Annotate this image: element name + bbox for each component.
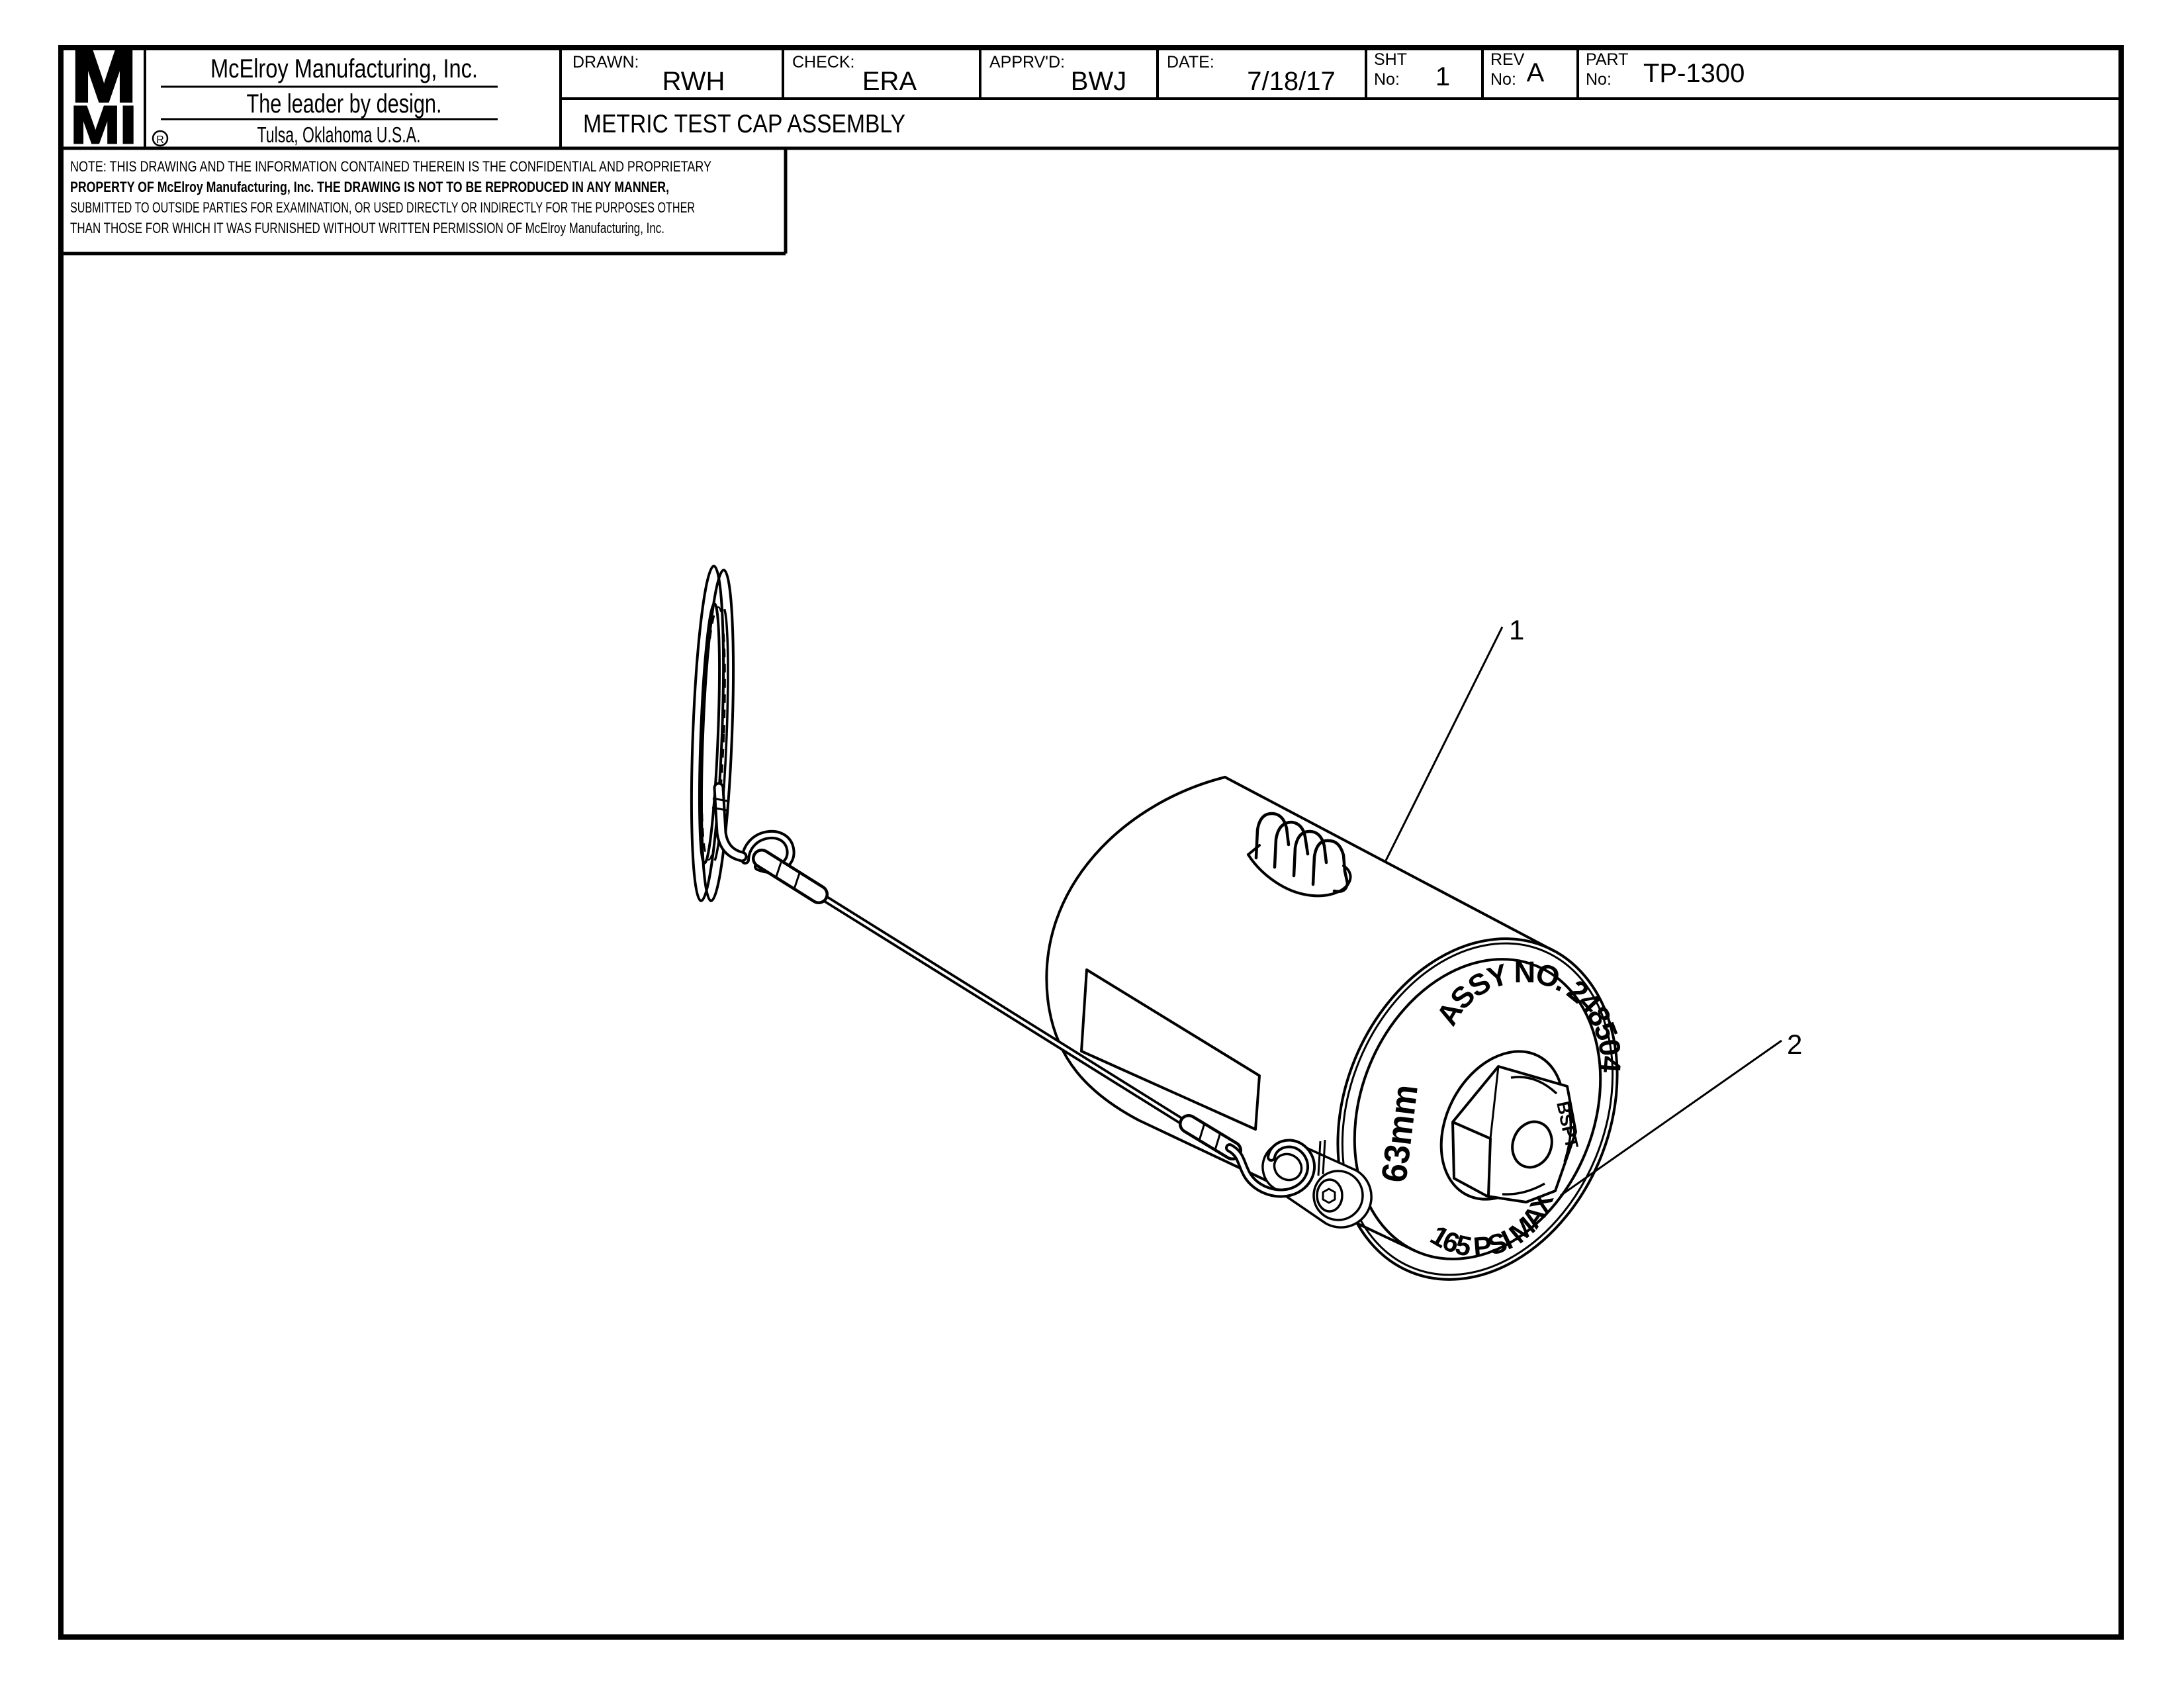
svg-text:No:: No:: [1374, 70, 1400, 89]
svg-text:PART: PART: [1586, 50, 1628, 69]
svg-text:The leader by design.: The leader by design.: [247, 89, 442, 118]
svg-text:McElroy Manufacturing, Inc.: McElroy Manufacturing, Inc.: [210, 54, 478, 83]
svg-text:No:: No:: [1490, 70, 1516, 89]
svg-text:M: M: [71, 36, 136, 117]
svg-text:DRAWN:: DRAWN:: [572, 53, 639, 71]
svg-text:PROPERTY OF McElroy Manufactur: PROPERTY OF McElroy Manufacturing, Inc. …: [70, 179, 669, 195]
svg-text:BWJ: BWJ: [1071, 67, 1126, 96]
svg-text:2: 2: [1787, 1029, 1802, 1060]
svg-text:MI: MI: [71, 95, 136, 154]
svg-text:TP-1300: TP-1300: [1643, 59, 1745, 88]
svg-text:R: R: [156, 134, 164, 146]
svg-text:1: 1: [1509, 614, 1524, 645]
svg-text:SUBMITTED TO OUTSIDE PARTIES F: SUBMITTED TO OUTSIDE PARTIES FOR EXAMINA…: [70, 199, 695, 216]
svg-text:7/18/17: 7/18/17: [1247, 67, 1335, 96]
svg-text:ERA: ERA: [862, 67, 917, 96]
svg-text:METRIC TEST CAP ASSEMBLY: METRIC TEST CAP ASSEMBLY: [583, 110, 905, 138]
svg-text:1: 1: [1435, 62, 1450, 91]
svg-text:THAN THOSE FOR WHICH IT WAS FU: THAN THOSE FOR WHICH IT WAS FURNISHED WI…: [70, 220, 664, 236]
svg-text:REV: REV: [1490, 50, 1525, 69]
svg-text:RWH: RWH: [662, 67, 725, 96]
svg-text:NOTE: THIS DRAWING AND THE INF: NOTE: THIS DRAWING AND THE INFORMATION C…: [70, 158, 711, 175]
svg-text:APPRV'D:: APPRV'D:: [989, 53, 1065, 71]
svg-text:Tulsa, Oklahoma U.S.A.: Tulsa, Oklahoma U.S.A.: [257, 122, 421, 147]
svg-text:CHECK:: CHECK:: [792, 53, 854, 71]
svg-text:SHT: SHT: [1374, 50, 1407, 69]
svg-text:DATE:: DATE:: [1167, 53, 1214, 71]
svg-text:No:: No:: [1586, 70, 1612, 89]
svg-text:A: A: [1527, 58, 1545, 87]
